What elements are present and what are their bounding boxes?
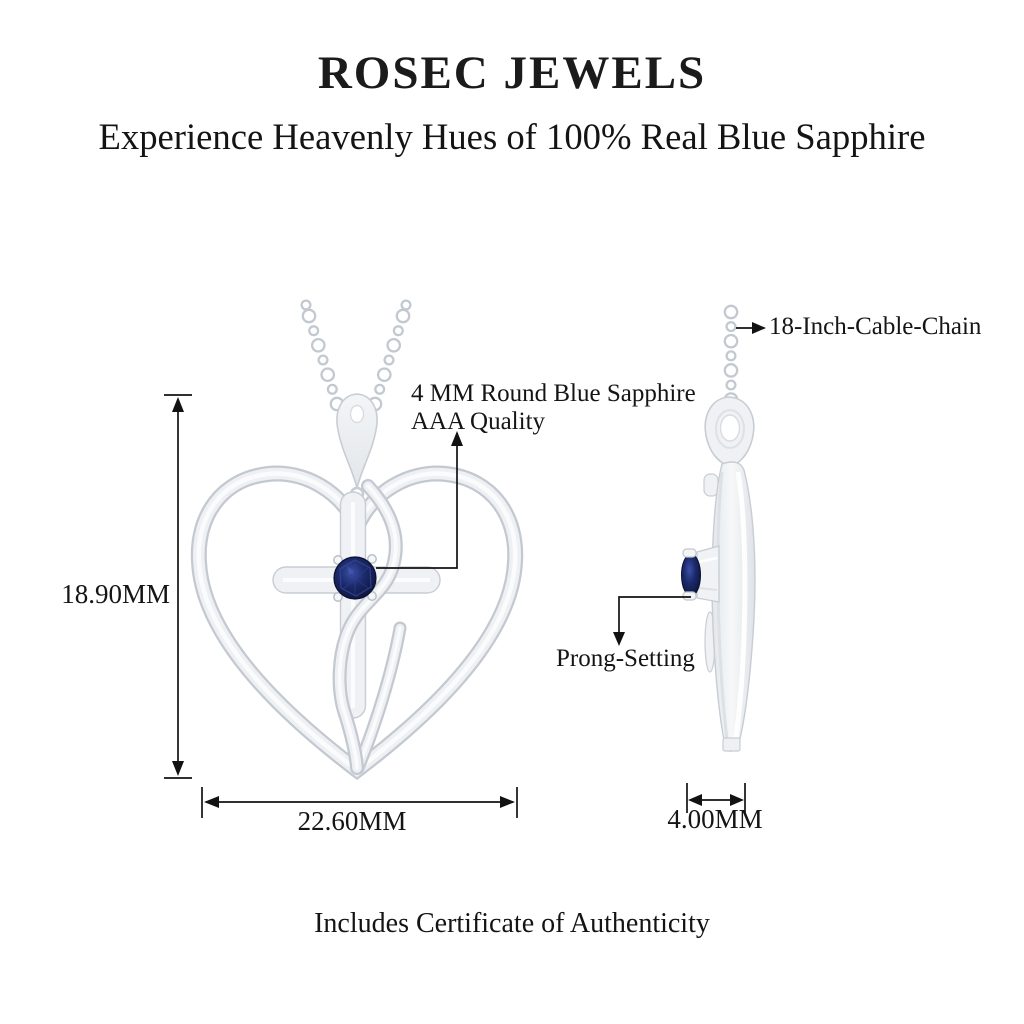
brand-title: ROSEC JEWELS bbox=[317, 47, 707, 99]
arrowhead-right bbox=[730, 794, 744, 806]
chain-callout-leader bbox=[736, 322, 766, 334]
bail-front bbox=[336, 393, 378, 502]
chain-callout-label: 18-Inch-Cable-Chain bbox=[769, 313, 982, 340]
prong bbox=[333, 555, 343, 565]
stone-callout-line1: 4 MM Round Blue Sapphire bbox=[411, 380, 696, 407]
prong bbox=[682, 548, 697, 558]
ribbon-swoosh bbox=[332, 479, 403, 775]
arrowhead-right bbox=[752, 322, 766, 334]
pendant-profile bbox=[711, 461, 756, 752]
annotations bbox=[164, 322, 766, 818]
prong bbox=[682, 591, 697, 601]
height-dimension bbox=[164, 394, 192, 779]
prong-callout-leader bbox=[613, 596, 691, 646]
arrowhead-left bbox=[204, 796, 219, 808]
ribbon-tail bbox=[351, 621, 407, 775]
front-view bbox=[190, 299, 524, 781]
width-dimension bbox=[201, 787, 518, 818]
side-view bbox=[681, 304, 756, 752]
arrowhead-up bbox=[451, 431, 463, 446]
depth-dimension-label: 4.00MM bbox=[667, 804, 763, 834]
arrowhead-down bbox=[172, 761, 184, 776]
cross bbox=[272, 491, 441, 719]
sapphire-side bbox=[681, 545, 720, 603]
cross-edge-bump bbox=[703, 473, 719, 497]
bail-side bbox=[704, 396, 755, 468]
arrowhead-down bbox=[613, 632, 625, 646]
height-dimension-label: 18.90MM bbox=[61, 579, 170, 609]
sapphire-front bbox=[333, 554, 377, 602]
prong bbox=[367, 554, 377, 564]
stone-callout-label: 4 MM Round Blue Sapphire AAA Quality bbox=[411, 380, 696, 436]
prong bbox=[333, 592, 343, 602]
prong bbox=[367, 591, 377, 601]
arrowhead-right bbox=[500, 796, 515, 808]
prong-setting-label: Prong-Setting bbox=[556, 645, 695, 672]
depth-dimension bbox=[686, 783, 746, 813]
stone-callout-line2: AAA Quality bbox=[411, 408, 546, 435]
width-dimension-label: 22.60MM bbox=[297, 806, 407, 836]
stone-callout-leader bbox=[376, 431, 463, 569]
arrowhead-left bbox=[688, 794, 702, 806]
certificate-note: Includes Certificate of Authenticity bbox=[314, 908, 710, 939]
arrowhead-up bbox=[172, 397, 184, 412]
tagline: Experience Heavenly Hues of 100% Real Bl… bbox=[98, 117, 926, 158]
